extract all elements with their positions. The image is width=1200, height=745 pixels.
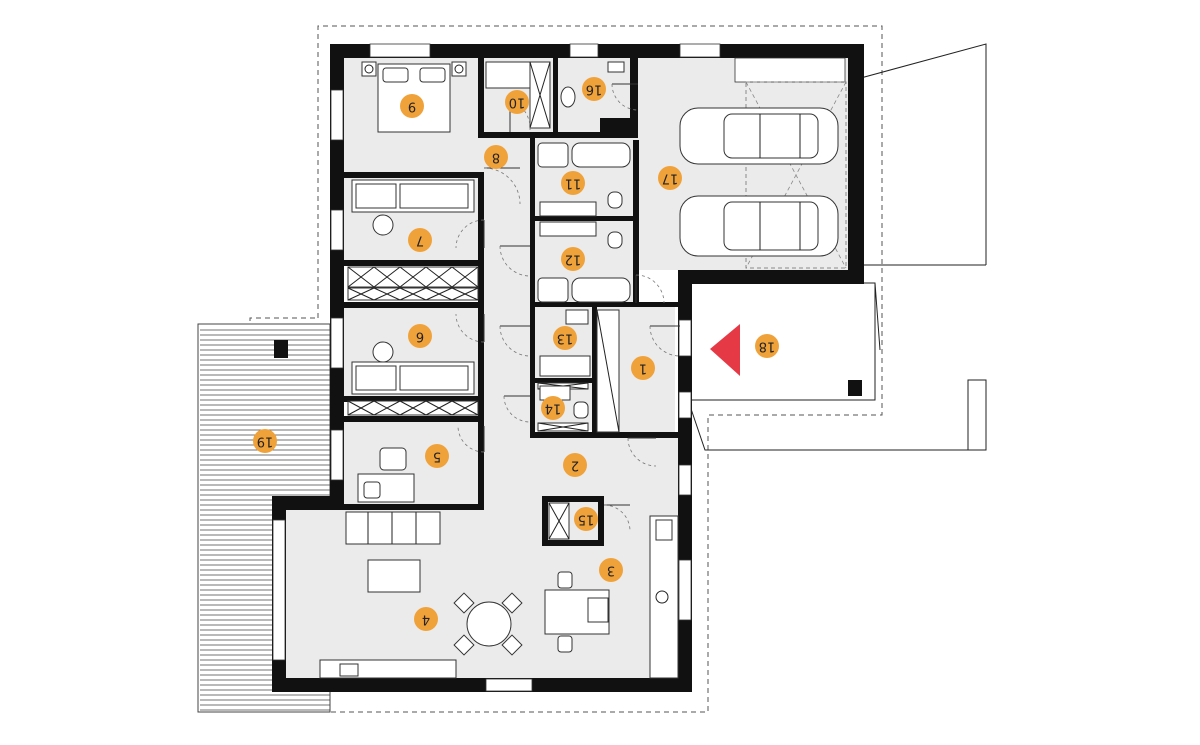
room-number-label: 15 bbox=[578, 512, 595, 527]
room-badge-circle bbox=[599, 558, 623, 582]
room-badge-13: 13 bbox=[553, 326, 577, 350]
room-number-label: 13 bbox=[557, 331, 574, 346]
room-badge-15: 15 bbox=[574, 507, 598, 531]
room-badge-7: 7 bbox=[408, 228, 432, 252]
room-badge-11: 11 bbox=[561, 171, 585, 195]
room-badge-1: 1 bbox=[631, 356, 655, 380]
car-icon bbox=[679, 107, 839, 165]
room-badge-8: 8 bbox=[484, 145, 508, 169]
room-badge-circle bbox=[755, 334, 779, 358]
room-number-label: 12 bbox=[565, 252, 582, 267]
room-badge-circle bbox=[425, 444, 449, 468]
room-badge-16: 16 bbox=[582, 77, 606, 101]
room-number-label: 8 bbox=[492, 150, 500, 165]
room-badge-circle bbox=[484, 145, 508, 169]
room-badge-circle bbox=[658, 166, 682, 190]
room-badge-9: 9 bbox=[400, 94, 424, 118]
car-icon bbox=[679, 195, 839, 257]
room-number-label: 10 bbox=[509, 95, 526, 110]
room-number-label: 6 bbox=[416, 329, 424, 344]
room-badge-12: 12 bbox=[561, 247, 585, 271]
garage-cars bbox=[679, 81, 847, 269]
room-number-label: 9 bbox=[408, 99, 416, 114]
room-badge-circle bbox=[408, 228, 432, 252]
room-number-label: 16 bbox=[586, 82, 603, 97]
room-badge-circle bbox=[574, 507, 598, 531]
room-number-label: 18 bbox=[759, 339, 776, 354]
room-number-label: 14 bbox=[545, 401, 562, 416]
room-badge-14: 14 bbox=[541, 396, 565, 420]
room-number-label: 2 bbox=[571, 458, 579, 473]
room-number-label: 7 bbox=[416, 233, 424, 248]
room-badge-circle bbox=[582, 77, 606, 101]
entry-arrow-icon bbox=[710, 324, 740, 376]
roof-outline bbox=[249, 25, 883, 713]
room-number-label: 4 bbox=[422, 612, 430, 627]
room-badge-10: 10 bbox=[505, 90, 529, 114]
room-badge-circle bbox=[505, 90, 529, 114]
room-badge-2: 2 bbox=[563, 453, 587, 477]
room-badge-6: 6 bbox=[408, 324, 432, 348]
room-badge-circle bbox=[561, 247, 585, 271]
furniture bbox=[319, 61, 679, 679]
room-number-label: 17 bbox=[662, 171, 679, 186]
doors bbox=[455, 83, 681, 532]
room-number-label: 11 bbox=[565, 176, 582, 191]
room-badge-circle bbox=[253, 429, 277, 453]
room-badge-18: 18 bbox=[755, 334, 779, 358]
room-badge-circle bbox=[541, 396, 565, 420]
room-badge-19: 19 bbox=[253, 429, 277, 453]
room-badge-circle bbox=[553, 326, 577, 350]
room-badge-circle bbox=[414, 607, 438, 631]
room-badge-circle bbox=[561, 171, 585, 195]
room-badge-circle bbox=[400, 94, 424, 118]
room-badge-5: 5 bbox=[425, 444, 449, 468]
room-badge-3: 3 bbox=[599, 558, 623, 582]
wardrobes bbox=[347, 266, 589, 432]
windows bbox=[272, 43, 846, 692]
room-badge-circle bbox=[408, 324, 432, 348]
room-badge-17: 17 bbox=[658, 166, 682, 190]
room-number-label: 5 bbox=[433, 449, 441, 464]
room-number-label: 19 bbox=[257, 434, 274, 449]
room-number-label: 1 bbox=[639, 361, 647, 376]
room-badge-4: 4 bbox=[414, 607, 438, 631]
room-badge-circle bbox=[631, 356, 655, 380]
room-badge-circle bbox=[563, 453, 587, 477]
room-number-label: 3 bbox=[607, 563, 615, 578]
